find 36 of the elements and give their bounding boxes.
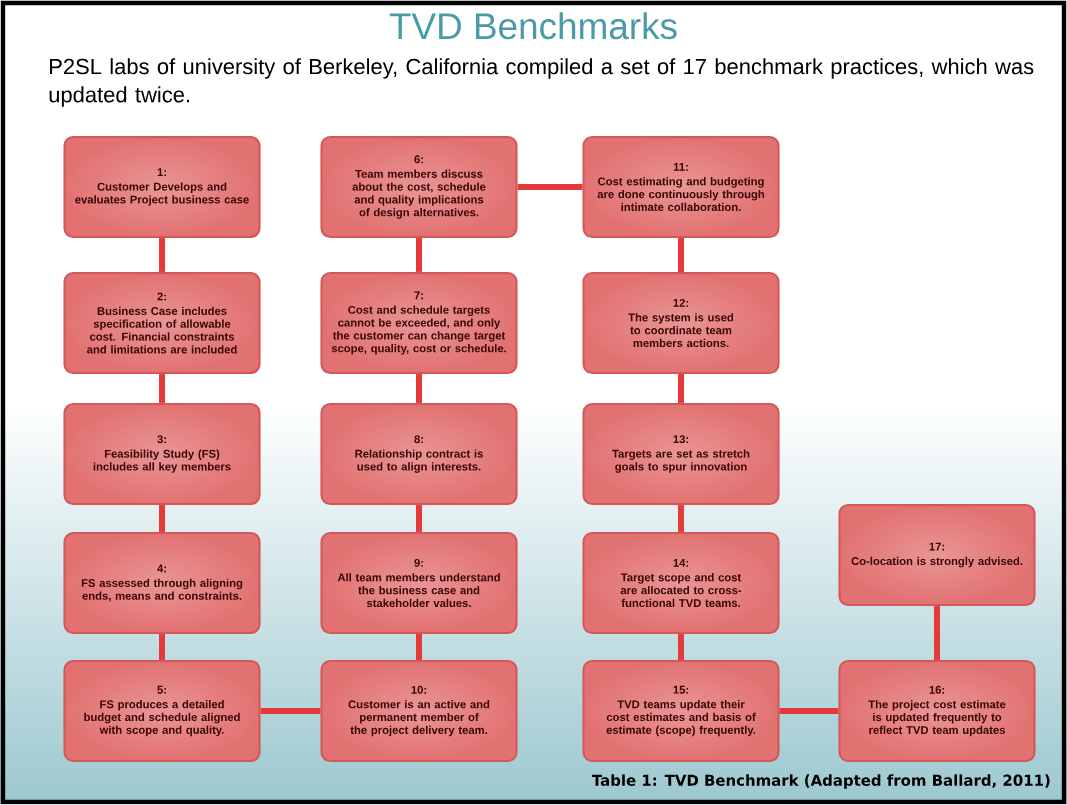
benchmark-box: 17: Co-location is strongly advised. bbox=[838, 503, 1036, 607]
caption: Table 1: TVD Benchmark (Adapted from Ballard, 2011) bbox=[591, 774, 1050, 789]
benchmark-box: 11: Cost estimating and budgeting are done continuously through intimate collaboration. bbox=[582, 135, 780, 239]
connector-line bbox=[159, 238, 165, 272]
benchmark-box: 2: Business Case includes specification of allowable cost. Financial constraints and limitations are included bbox=[63, 271, 261, 375]
benchmark-box: 5: FS produces a detailed budget and schedule aligned with scope and quality. bbox=[63, 659, 261, 763]
benchmark-box: 15: TVD teams update their cost estimates and basis of estimate (scope) frequently. bbox=[582, 659, 780, 763]
connector-line bbox=[678, 634, 684, 660]
connector-line bbox=[159, 505, 165, 532]
connector-line bbox=[517, 184, 583, 190]
connector-line bbox=[416, 505, 422, 532]
benchmark-box: 7: Cost and schedule targets cannot be exceeded, and only the customer can change target scope, quality, cost or schedule. bbox=[320, 271, 518, 375]
connector-line bbox=[416, 634, 422, 660]
benchmark-box: 4: FS assessed through aligning ends, means and constraints. bbox=[63, 531, 261, 635]
benchmark-box: 1: Customer Develops and evaluates Project business case bbox=[63, 135, 261, 239]
benchmark-box: 13: Targets are set as stretch goals to spur innovation bbox=[582, 402, 780, 506]
connector-line bbox=[678, 505, 684, 532]
connector-line bbox=[678, 238, 684, 272]
benchmark-box: 16: The project cost estimate is updated frequently to reflect TVD team updates bbox=[838, 659, 1036, 763]
connector-line bbox=[159, 374, 165, 403]
connector-line bbox=[260, 708, 321, 714]
benchmark-box: 9: All team members understand the business case and stakeholder values. bbox=[320, 531, 518, 635]
benchmark-box: 3: Feasibility Study (FS) includes all key members bbox=[63, 402, 261, 506]
connector-line bbox=[934, 606, 940, 660]
intro-text: P2SL labs of university of Berkeley, California compiled a set of 17 benchmark practices, which was updated twice. bbox=[49, 58, 1034, 107]
benchmark-box: 6: Team members discuss about the cost, schedule and quality implications of design alternatives. bbox=[320, 135, 518, 239]
benchmark-box: 14: Target scope and cost are allocated to cross-functional TVD teams. bbox=[582, 531, 780, 635]
connector-line bbox=[416, 374, 422, 403]
connector-line bbox=[678, 374, 684, 403]
connector-line bbox=[779, 708, 839, 714]
benchmark-box: 8: Relationship contract is used to align interests. bbox=[320, 402, 518, 506]
benchmark-box: 10: Customer is an active and permanent member of the project delivery team. bbox=[320, 659, 518, 763]
title: TVD Benchmarks bbox=[389, 12, 677, 40]
connector-line bbox=[159, 634, 165, 660]
benchmark-box: 12: The system is used to coordinate team members actions. bbox=[582, 271, 780, 375]
connector-line bbox=[416, 238, 422, 272]
